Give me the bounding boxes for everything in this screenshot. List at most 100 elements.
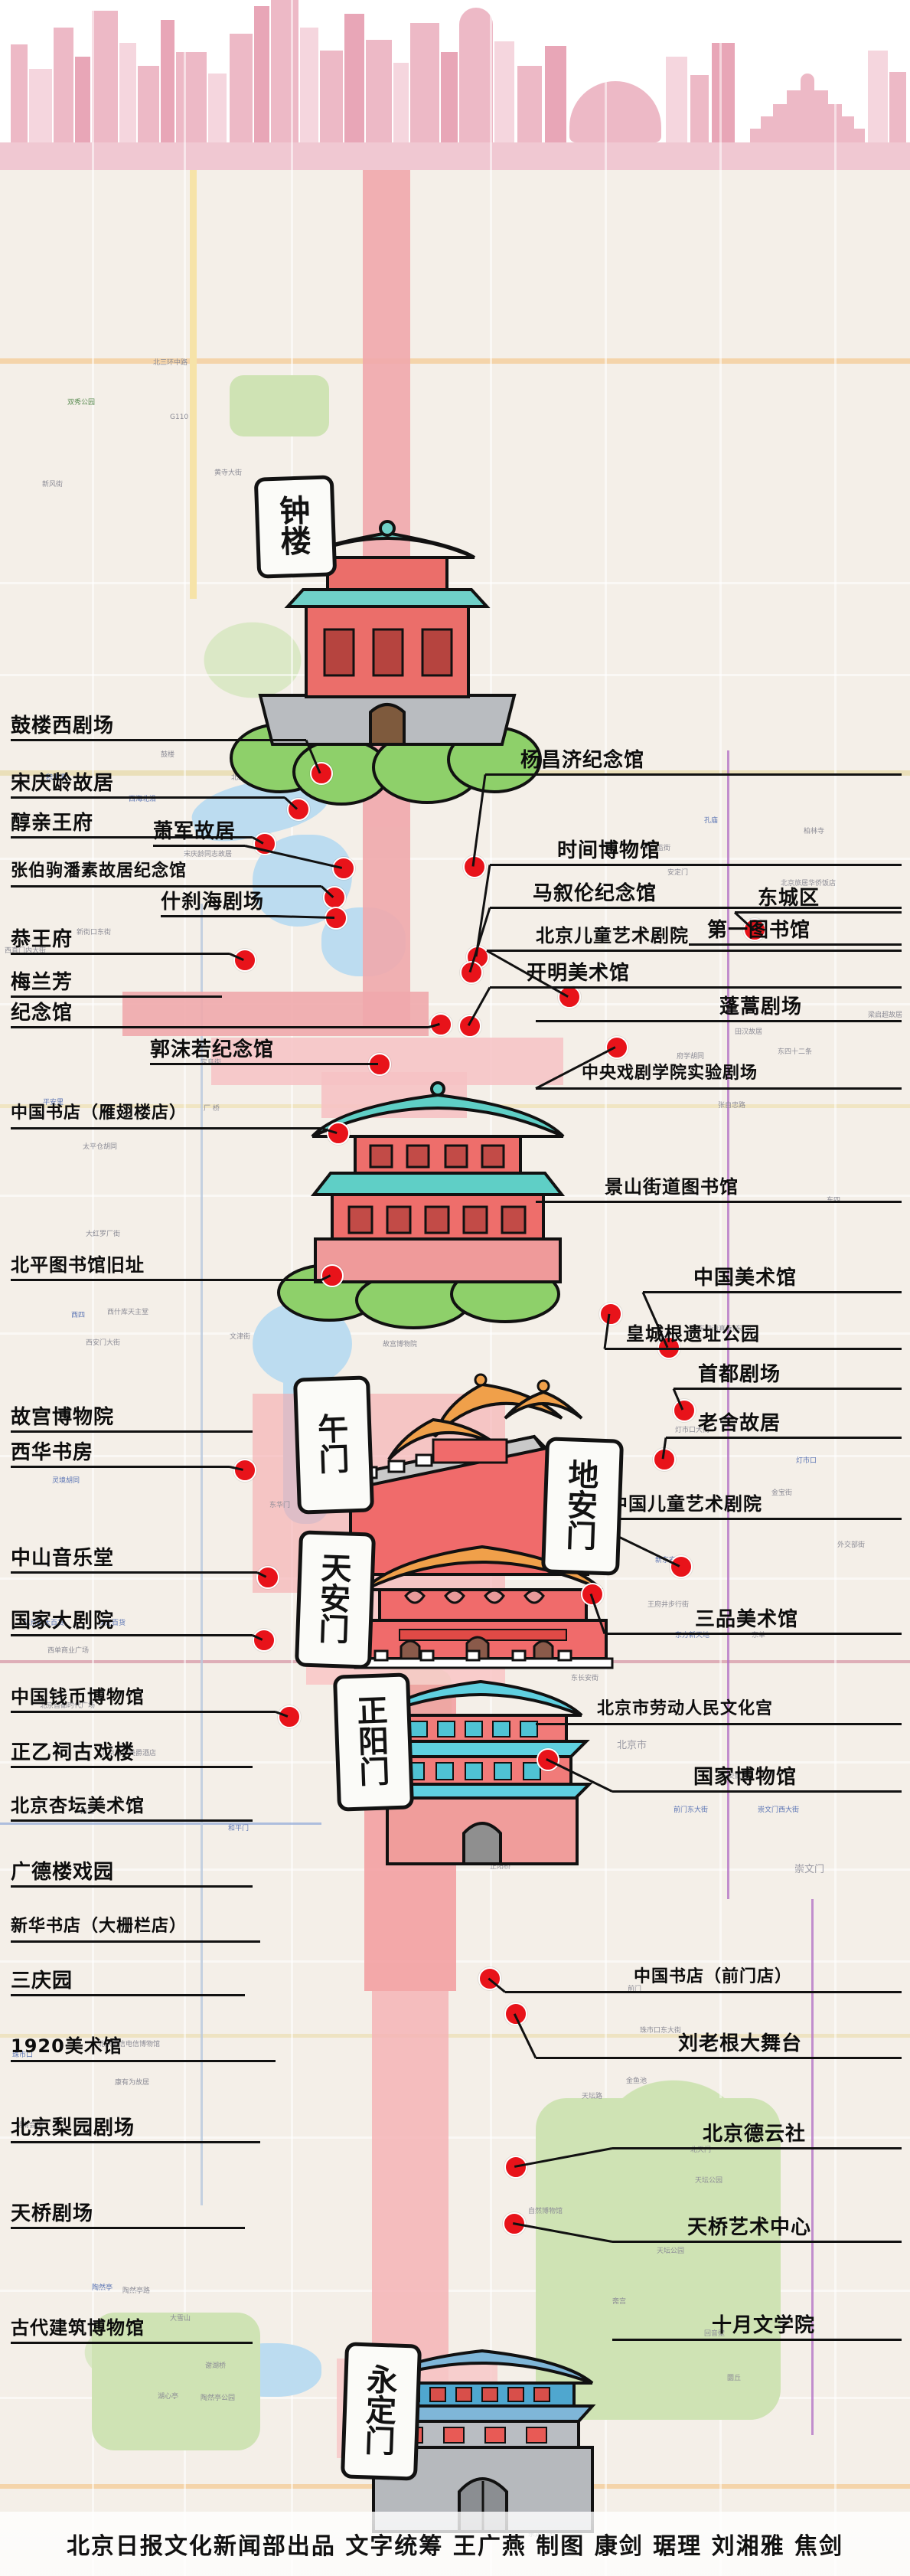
left-landmark-label[interactable]: 天桥剧场	[11, 2202, 94, 2225]
right-landmark-label[interactable]: 北京德云社	[703, 2123, 807, 2146]
left-landmark-label[interactable]: 北平图书馆旧址	[11, 1254, 145, 1276]
leader-line	[11, 2227, 245, 2229]
left-landmark-label[interactable]: 郭沫若纪念馆	[150, 1038, 275, 1061]
right-landmark-label[interactable]: 刘老根大舞台	[678, 2032, 803, 2055]
right-landmark-label[interactable]: 东城区	[758, 887, 820, 910]
left-landmark-label[interactable]: 中国钱币博物馆	[11, 1686, 145, 1708]
right-landmark-label[interactable]: 景山街道图书馆	[605, 1176, 739, 1198]
landmark-dot[interactable]	[256, 1566, 279, 1589]
street	[0, 582, 910, 584]
park-taoranting	[92, 2313, 260, 2450]
street	[184, 0, 186, 2576]
left-landmark-label[interactable]: 梅兰芳	[11, 971, 73, 994]
map-place-label: 新风街	[42, 481, 64, 489]
left-landmark-label[interactable]: 什刹海剧场	[161, 891, 265, 914]
landmark-dot[interactable]	[310, 762, 333, 785]
landmark-dot[interactable]	[327, 1122, 350, 1145]
landmark-dot[interactable]	[332, 857, 355, 880]
right-landmark-label[interactable]: 北京儿童艺术剧院	[536, 925, 689, 946]
gate-callout-4[interactable]: 正阳门正阳门	[332, 1672, 415, 1812]
right-landmark-label[interactable]: 马叙伦纪念馆	[533, 882, 657, 905]
map-place-label: 灯市口大街	[675, 1427, 710, 1434]
skyline-building	[119, 43, 136, 142]
right-landmark-label[interactable]: 第一图书馆	[707, 919, 811, 942]
right-landmark-label[interactable]: 中央戏剧学院实验剧场	[582, 1064, 758, 1083]
left-landmark-label[interactable]: 广德楼戏园	[11, 1861, 115, 1884]
left-landmark-label[interactable]: 中山音乐堂	[11, 1547, 115, 1570]
leader-line	[11, 1634, 253, 1636]
subway-line-2	[0, 1822, 321, 1825]
right-landmark-label[interactable]: 开明美术馆	[527, 962, 631, 985]
landmark-dot[interactable]	[458, 1015, 481, 1038]
right-landmark-label[interactable]: 北京市劳动人民文化宫	[597, 1699, 774, 1718]
right-landmark-label[interactable]: 蓬蒿剧场	[719, 995, 803, 1018]
right-landmark-label[interactable]: 三品美术馆	[695, 1608, 799, 1631]
skyline-temple-finial	[801, 74, 814, 90]
map-place-label: 谢湖桥	[205, 2362, 227, 2370]
right-landmark-label[interactable]: 十月文学院	[712, 2314, 816, 2337]
landmark-dot[interactable]	[670, 1555, 693, 1578]
left-landmark-label[interactable]: 张伯驹潘素故居纪念馆	[11, 861, 188, 881]
left-landmark-label[interactable]: 北京杏坛美术馆	[11, 1795, 145, 1816]
gate-callout-3[interactable]: 天安门天安门	[294, 1530, 377, 1669]
left-landmark-label[interactable]: 新华书店（大栅栏店）	[11, 1917, 188, 1936]
left-landmark-label[interactable]: 故宫博物院	[11, 1406, 115, 1429]
map-place-label: 灯市口	[796, 1457, 817, 1465]
leader-line	[490, 907, 902, 909]
left-landmark-label[interactable]: 纪念馆	[11, 1002, 73, 1025]
left-landmark-label[interactable]: 古代建筑博物馆	[11, 2317, 145, 2339]
right-landmark-label[interactable]: 中国儿童艺术剧院	[609, 1493, 762, 1515]
axis-band-houhai	[363, 827, 410, 1026]
left-landmark-label[interactable]: 1920美术馆	[11, 2035, 122, 2057]
gate-callout-0[interactable]: 钟楼钟楼	[253, 475, 338, 579]
left-landmark-label[interactable]: 鼓楼西剧场	[11, 714, 115, 737]
leader-line	[153, 845, 245, 847]
right-landmark-label[interactable]: 国家博物馆	[693, 1766, 797, 1789]
landmark-dot[interactable]	[605, 1036, 628, 1059]
right-landmark-label[interactable]: 首都剧场	[698, 1363, 781, 1386]
left-landmark-label[interactable]: 北京梨园剧场	[11, 2117, 135, 2140]
leader-line	[487, 950, 902, 952]
leader-line	[735, 911, 902, 914]
landmark-dot[interactable]	[321, 1264, 344, 1287]
right-landmark-label[interactable]: 中国书店（前门店）	[634, 1967, 793, 1986]
landmark-dot[interactable]	[368, 1053, 391, 1076]
right-landmark-label[interactable]: 天桥艺术中心	[687, 2216, 812, 2239]
landmark-dot[interactable]	[233, 949, 256, 972]
left-landmark-label[interactable]: 恭王府	[11, 928, 73, 951]
left-landmark-label[interactable]: 三庆园	[11, 1970, 73, 1992]
map-place-label: 大雪山	[170, 2315, 191, 2323]
gate-callout-char: 安	[566, 1487, 599, 1525]
leader-connector	[329, 1063, 378, 1065]
left-landmark-label[interactable]: 西华书房	[11, 1441, 94, 1464]
landmark-dot[interactable]	[673, 1399, 696, 1422]
left-landmark-label[interactable]: 醇亲王府	[11, 812, 94, 835]
map-place-label: 文津街	[230, 1333, 251, 1341]
landmark-dot[interactable]	[253, 1629, 276, 1652]
skyline-building	[29, 69, 52, 142]
left-landmark-label[interactable]: 正乙祠古戏楼	[11, 1741, 135, 1764]
right-landmark-label[interactable]: 时间博物馆	[557, 839, 661, 862]
landmark-dot[interactable]	[278, 1705, 301, 1728]
right-landmark-label[interactable]: 杨昌济纪念馆	[520, 749, 645, 772]
right-landmark-label[interactable]: 老舍故居	[698, 1412, 781, 1435]
leader-line	[11, 1766, 253, 1768]
skyline-building	[300, 28, 318, 142]
landmark-dot[interactable]	[558, 986, 581, 1008]
left-landmark-label[interactable]: 国家大剧院	[11, 1610, 115, 1633]
gate-callout-2[interactable]: 午门午门	[292, 1375, 375, 1515]
leader-line	[161, 915, 276, 917]
left-landmark-label[interactable]: 中国书店（雁翅楼店）	[11, 1103, 188, 1123]
landmark-dot[interactable]	[599, 1303, 622, 1326]
map-place-label: 金鱼池	[626, 2077, 647, 2085]
gate-callout-5[interactable]: 永定门永定门	[340, 2342, 422, 2481]
map-place-label: 陶然亭公园	[201, 2395, 236, 2402]
subway-line-4	[201, 904, 203, 2205]
left-landmark-label[interactable]: 萧军故居	[153, 820, 236, 843]
left-landmark-label[interactable]: 宋庆龄故居	[11, 772, 115, 795]
right-landmark-label[interactable]: 中国美术馆	[693, 1267, 797, 1290]
right-landmark-label[interactable]: 皇城根遗址公园	[626, 1323, 760, 1345]
landmark-dot[interactable]	[233, 1459, 256, 1482]
gate-callout-1[interactable]: 地安门地安门	[540, 1437, 625, 1576]
leader-line	[612, 2241, 902, 2243]
